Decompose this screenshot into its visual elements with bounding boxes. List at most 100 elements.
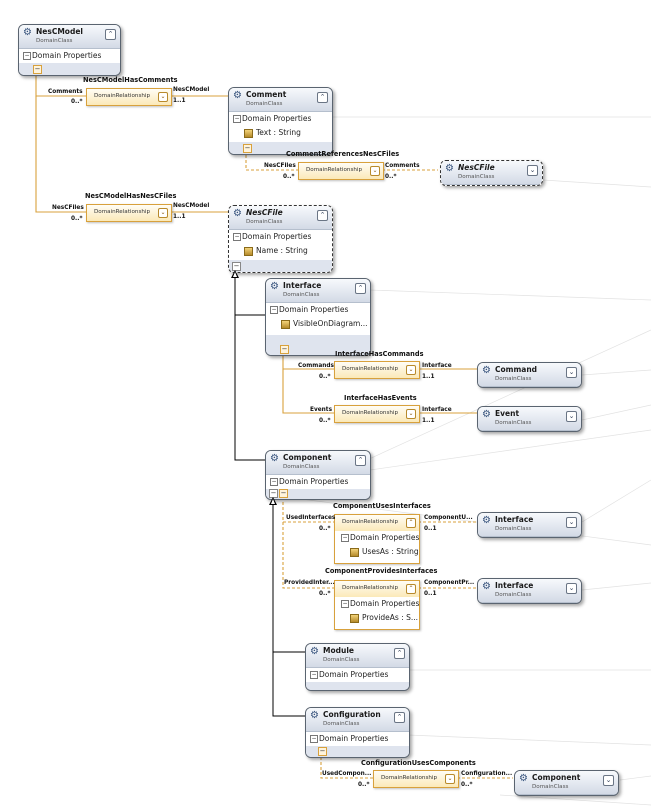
expand-chevron-icon[interactable]: ⌄ [406,365,416,375]
relationship-collapse-icon[interactable]: − [318,747,327,756]
expand-chevron-icon[interactable]: ⌄ [370,166,380,176]
collapse-compartment-icon[interactable]: − [233,115,241,123]
expand-chevron-icon[interactable]: ⌄ [566,411,577,422]
class-shape-nescfile-reference[interactable]: ⚙ NesCFile DomainClass ⌄ [440,160,543,186]
shape-footer [229,142,332,154]
class-header[interactable]: ⚙ NesCFile DomainClass ⌃ [229,206,332,230]
property-label: VisibleOnDiagram... [293,319,368,328]
domain-property-row[interactable]: Name : String [229,244,332,259]
relationship-shape-interfacehascommands[interactable]: DomainRelationship⌄ [334,361,420,379]
domain-class-icon: ⚙ [233,90,242,101]
relationship-collapse-icon[interactable]: − [280,345,289,354]
class-shape-nescmodel[interactable]: ⚙ NesCModel DomainClass ⌃ −Domain Proper… [18,24,121,76]
collapse-chevron-icon[interactable]: ⌃ [355,455,366,466]
collapse-compartment-icon[interactable]: − [310,671,318,679]
relationship-shape-componentusesinterfaces[interactable]: DomainRelationship⌃ −Domain Properties U… [334,514,420,564]
collapse-chevron-icon[interactable]: ⌃ [406,584,416,594]
class-header[interactable]: ⚙ Comment DomainClass ⌃ [229,88,332,112]
domain-properties-compartment[interactable]: −Domain Properties [306,732,409,746]
class-header[interactable]: ⚙ Interface DomainClass ⌄ [478,513,581,537]
class-header[interactable]: ⚙ Interface DomainClass ⌃ [266,279,370,303]
domain-properties-compartment[interactable]: −Domain Properties [19,49,120,63]
class-shape-event[interactable]: ⚙ Event DomainClass ⌄ [477,406,582,432]
relationship-stereotype: DomainRelationship [305,167,363,173]
collapse-chevron-icon[interactable]: ⌃ [394,648,405,659]
relationship-collapse-icon[interactable]: − [243,144,252,153]
relationship-collapse-icon[interactable]: − [279,489,288,498]
domain-properties-compartment[interactable]: −Domain Properties [306,668,409,682]
relationship-header[interactable]: DomainRelationship⌄ [335,406,419,422]
class-shape-component-reference[interactable]: ⚙ Component DomainClass ⌄ [514,770,619,796]
expand-chevron-icon[interactable]: ⌄ [445,774,455,784]
collapse-compartment-icon[interactable]: − [341,600,349,608]
relationship-header[interactable]: DomainRelationship⌄ [374,771,458,787]
compartment-label: Domain Properties [32,51,102,60]
relationship-collapse-icon[interactable]: − [33,65,42,74]
domain-property-row[interactable]: Text : String [229,126,332,141]
relationship-header[interactable]: DomainRelationship⌄ [335,362,419,378]
expand-chevron-icon[interactable]: ⌄ [566,367,577,378]
collapse-compartment-icon[interactable]: − [341,534,349,542]
domain-property-row[interactable]: ProvideAs : S... [335,611,419,626]
class-header[interactable]: ⚙ NesCFile DomainClass ⌄ [441,161,542,185]
relationship-shape-nescmodelhasnescfiles[interactable]: DomainRelationship⌄ [86,204,172,222]
class-shape-configuration[interactable]: ⚙ Configuration DomainClass ⌃ −Domain Pr… [305,707,410,758]
source-role-name: UsedCompon... [322,771,372,777]
collapse-chevron-icon[interactable]: ⌃ [355,283,366,294]
class-shape-command[interactable]: ⚙ Command DomainClass ⌄ [477,362,582,388]
collapse-chevron-icon[interactable]: ⌃ [105,29,116,40]
domain-properties-compartment[interactable]: −Domain Properties [229,112,332,126]
collapse-chevron-icon[interactable]: ⌃ [317,92,328,103]
class-header[interactable]: ⚙ Component DomainClass ⌃ [266,451,370,475]
collapse-compartment-icon[interactable]: − [23,52,31,60]
expand-chevron-icon[interactable]: ⌄ [158,208,168,218]
expand-chevron-icon[interactable]: ⌄ [566,583,577,594]
domain-properties-compartment[interactable]: −Domain Properties [335,531,419,545]
class-shape-interface-reference-provided[interactable]: ⚙ Interface DomainClass ⌄ [477,578,582,604]
domain-properties-compartment[interactable]: −Domain Properties [266,303,370,317]
class-shape-interface[interactable]: ⚙ Interface DomainClass ⌃ −Domain Proper… [265,278,371,356]
collapse-compartment-icon[interactable]: − [233,233,241,241]
class-header[interactable]: ⚙ NesCModel DomainClass ⌃ [19,25,120,49]
class-shape-nescfile[interactable]: ⚙ NesCFile DomainClass ⌃ −Domain Propert… [228,205,333,273]
relationship-shape-commentreferencesnescfiles[interactable]: DomainRelationship ⌄ [298,162,384,180]
expand-chevron-icon[interactable]: ⌄ [566,517,577,528]
domain-properties-compartment[interactable]: −Domain Properties [229,230,332,244]
expand-chevron-icon[interactable]: ⌄ [406,409,416,419]
collapse-chevron-icon[interactable]: ⌃ [317,210,328,221]
domain-property-row[interactable]: VisibleOnDiagram... [266,317,370,332]
collapse-compartment-icon[interactable]: − [270,478,278,486]
class-shape-comment[interactable]: ⚙ Comment DomainClass ⌃ −Domain Properti… [228,87,333,155]
class-shape-component[interactable]: ⚙ Component DomainClass ⌃ −Domain Proper… [265,450,371,500]
relationship-header[interactable]: DomainRelationship⌃ [335,515,419,531]
expand-chevron-icon[interactable]: ⌄ [527,165,538,176]
target-multiplicity: 0..* [461,782,473,788]
relationship-header[interactable]: DomainRelationship ⌄ [299,163,383,179]
class-header[interactable]: ⚙ Component DomainClass ⌄ [515,771,618,795]
class-header[interactable]: ⚙ Interface DomainClass ⌄ [478,579,581,603]
relationship-shape-interfacehasevents[interactable]: DomainRelationship⌄ [334,405,420,423]
relationship-shape-configurationusescomponents[interactable]: DomainRelationship⌄ [373,770,459,788]
class-shape-interface-reference-used[interactable]: ⚙ Interface DomainClass ⌄ [477,512,582,538]
collapse-compartment-icon[interactable]: − [310,735,318,743]
collapse-chevron-icon[interactable]: ⌃ [406,518,416,528]
relationship-shape-nescmodelhascomments[interactable]: DomainRelationship⌄ [86,88,172,106]
class-header[interactable]: ⚙ Command DomainClass ⌄ [478,363,581,387]
class-header[interactable]: ⚙ Module DomainClass ⌃ [306,644,409,668]
collapse-chevron-icon[interactable]: ⌃ [394,712,405,723]
domain-property-row[interactable]: UsesAs : String [335,545,419,560]
collapse-compartment-icon[interactable]: − [270,306,278,314]
expand-chevron-icon[interactable]: ⌄ [158,92,168,102]
domain-properties-compartment[interactable]: −Domain Properties [266,475,370,489]
relationship-header[interactable]: DomainRelationship⌄ [87,89,171,105]
compartment-label: Domain Properties [242,114,312,123]
domain-properties-compartment[interactable]: −Domain Properties [335,597,419,611]
class-shape-module[interactable]: ⚙ Module DomainClass ⌃ −Domain Propertie… [305,643,410,691]
class-header[interactable]: ⚙ Event DomainClass ⌄ [478,407,581,431]
relationship-shape-componentprovidesinterfaces[interactable]: DomainRelationship⌃ −Domain Properties P… [334,580,420,630]
relationship-header[interactable]: DomainRelationship⌄ [87,205,171,221]
expand-chevron-icon[interactable]: ⌄ [603,775,614,786]
property-icon [244,247,253,256]
class-header[interactable]: ⚙ Configuration DomainClass ⌃ [306,708,409,732]
relationship-header[interactable]: DomainRelationship⌃ [335,581,419,597]
